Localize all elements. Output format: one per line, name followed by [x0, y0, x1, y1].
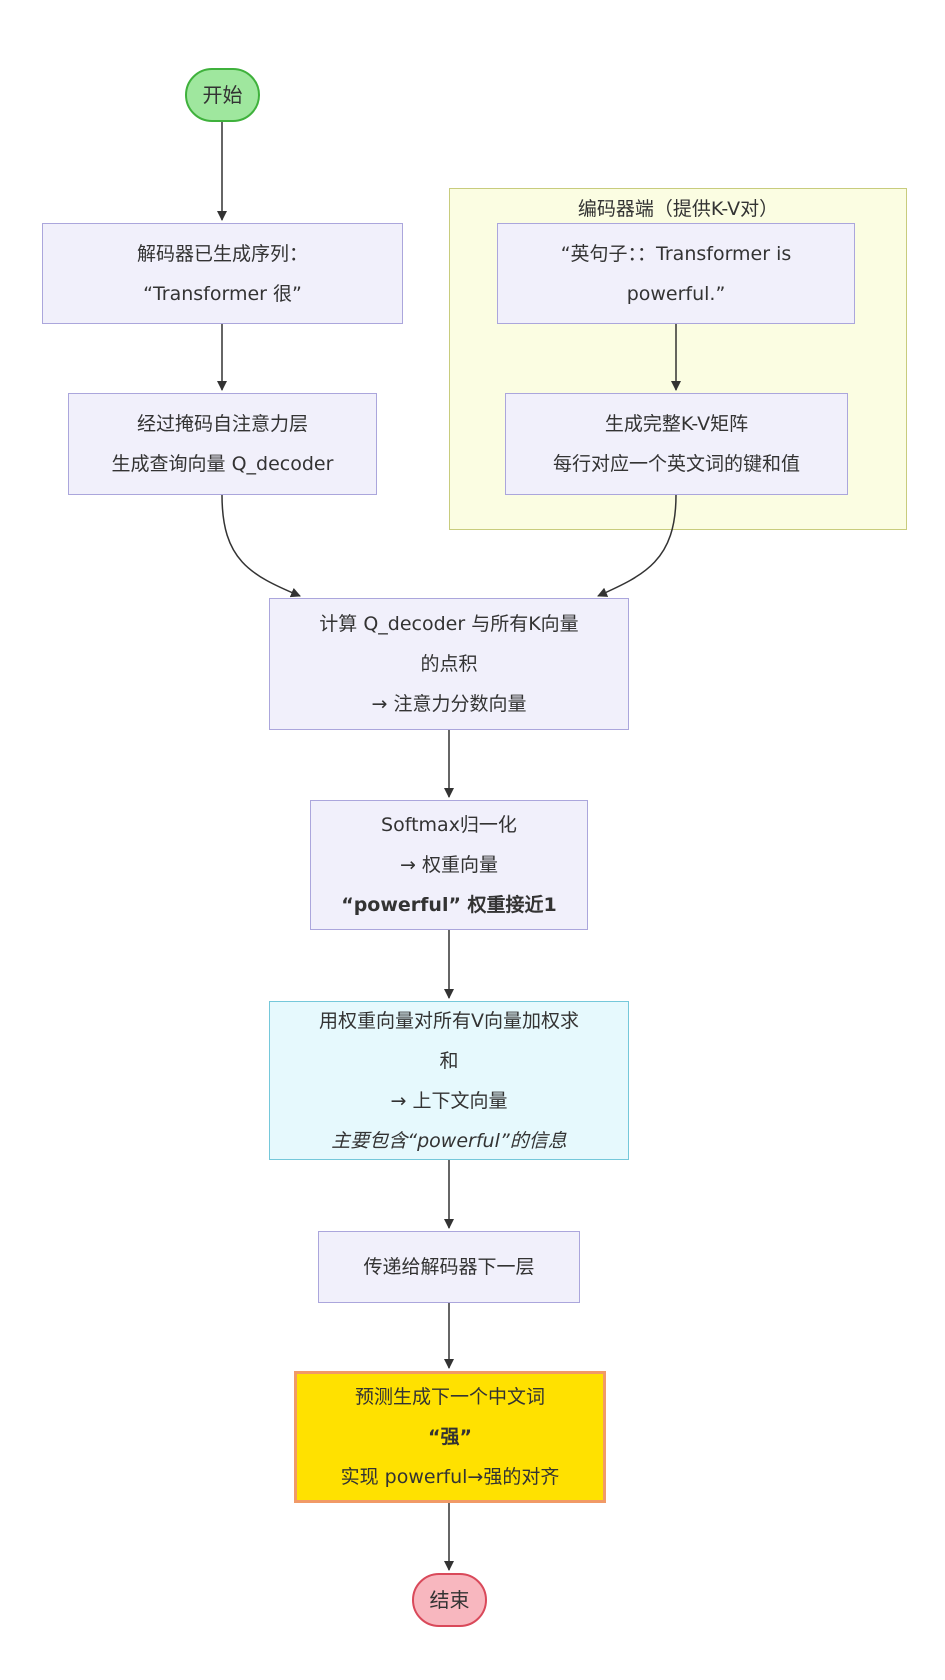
kv-matrix-line-2: 每行对应一个英文词的键和值: [552, 453, 800, 475]
weighted-sum-line-1: 用权重向量对所有V向量加权求: [319, 1009, 579, 1032]
dot-product-line-1: 计算 Q_decoder 与所有K向量: [319, 613, 579, 635]
softmax-line-1: Softmax归一化: [381, 814, 517, 836]
edge-masked-attn-to-dot-product: [221, 494, 301, 598]
predict-word-node: 预测生成下一个中文词 “强” 实现 powerful→强的对齐: [294, 1371, 606, 1503]
softmax-line-2: → 权重向量: [400, 854, 498, 876]
start-node-label: 开始: [202, 83, 243, 107]
edge-kv-matrix-to-dot-product: [597, 494, 677, 597]
weighted-sum-node: 用权重向量对所有V向量加权求 和 → 上下文向量 主要包含“powerful”的…: [269, 1001, 629, 1160]
softmax-line-3: “powerful” 权重接近1: [341, 894, 557, 916]
pass-next-layer-node: 传递给解码器下一层: [318, 1231, 580, 1303]
predict-word-line-2: “强”: [428, 1426, 472, 1448]
decoder-sequence-line-1: 解码器已生成序列：: [136, 242, 308, 265]
encoder-subgraph-title: 编码器端（提供K-V对）: [577, 198, 779, 220]
masked-attention-line-1: 经过掩码自注意力层: [136, 413, 308, 435]
english-sentence-node: “英句子：：Transformer is powerful.”: [497, 223, 855, 324]
weighted-sum-line-4: 主要包含“powerful”的信息: [331, 1129, 567, 1152]
end-node: 结束: [412, 1573, 487, 1627]
start-node: 开始: [185, 68, 260, 122]
english-sentence-line-1: “英句子：：Transformer is: [560, 242, 792, 265]
masked-attention-line-2: 生成查询向量 Q_decoder: [111, 453, 334, 475]
weighted-sum-line-2: 和: [439, 1049, 459, 1072]
weighted-sum-line-3: → 上下文向量: [390, 1089, 508, 1112]
dot-product-node: 计算 Q_decoder 与所有K向量 的点积 → 注意力分数向量: [269, 598, 629, 730]
pass-next-layer-label: 传递给解码器下一层: [363, 1256, 535, 1278]
dot-product-line-3: → 注意力分数向量: [371, 693, 527, 715]
kv-matrix-node: 生成完整K-V矩阵 每行对应一个英文词的键和值: [505, 393, 848, 495]
kv-matrix-line-1: 生成完整K-V矩阵: [604, 413, 749, 435]
english-sentence-line-2: powerful.”: [626, 282, 726, 305]
decoder-sequence-node: 解码器已生成序列： “Transformer 很”: [42, 223, 403, 324]
end-node-label: 结束: [429, 1588, 470, 1612]
softmax-node: Softmax归一化 → 权重向量 “powerful” 权重接近1: [310, 800, 588, 930]
predict-word-line-3: 实现 powerful→强的对齐: [340, 1466, 560, 1488]
dot-product-line-2: 的点积: [420, 653, 478, 675]
masked-attention-node: 经过掩码自注意力层 生成查询向量 Q_decoder: [68, 393, 377, 495]
predict-word-line-1: 预测生成下一个中文词: [354, 1386, 545, 1408]
decoder-sequence-line-2: “Transformer 很”: [143, 282, 302, 305]
